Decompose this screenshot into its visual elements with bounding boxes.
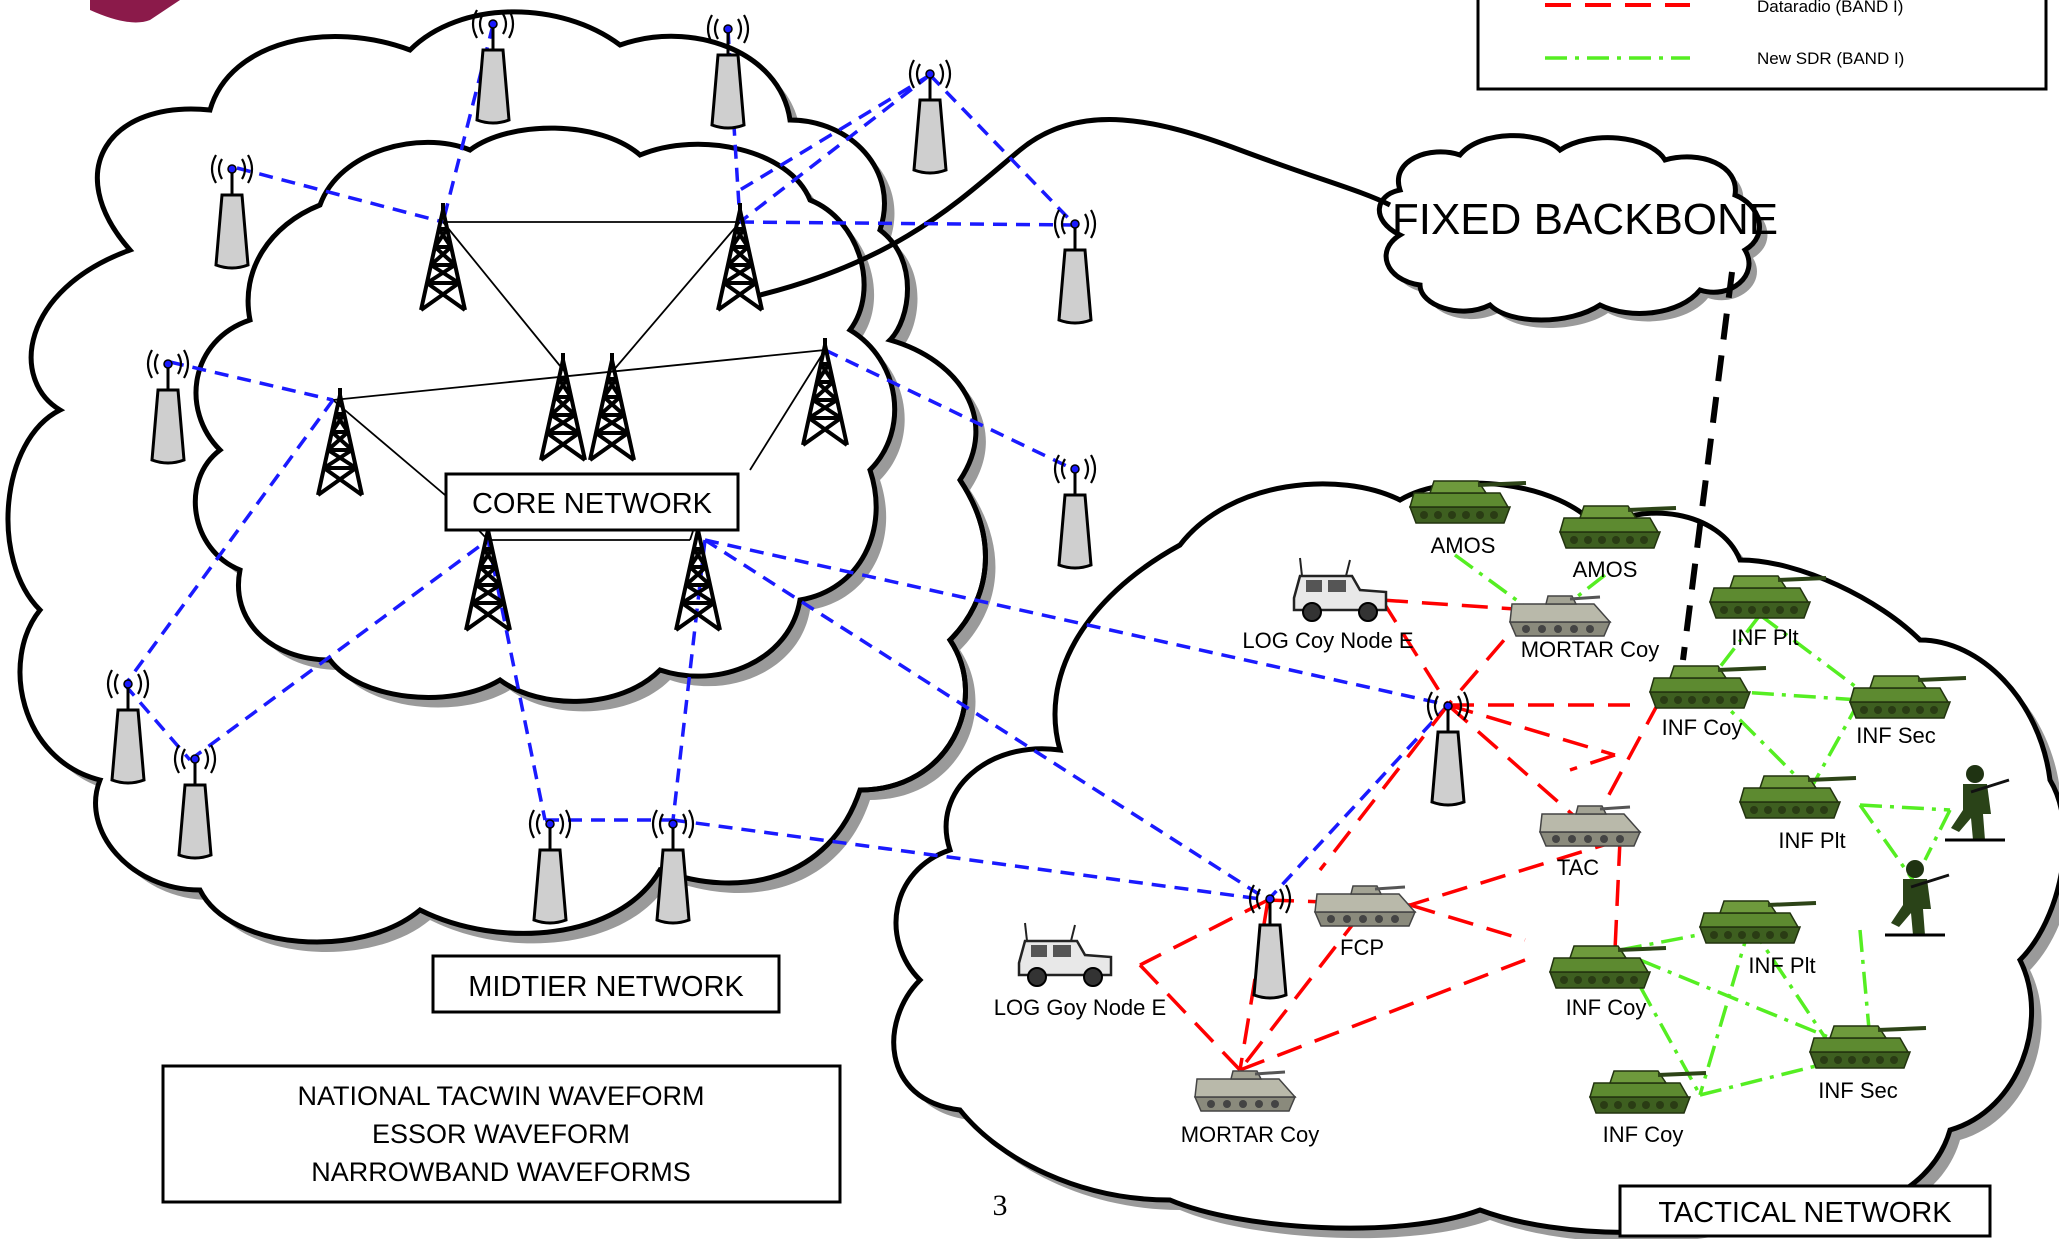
legend: Dataradio (BAND I) New SDR (BAND I) [1476,0,2048,91]
unit-label-amos-1: AMOS [1431,533,1496,558]
core-network-label: CORE NETWORK [444,472,740,532]
antenna-icon [908,58,952,175]
unit-label-inf-coy-1: INF Coy [1662,715,1743,740]
unit-label-inf-coy-2: INF Coy [1566,995,1647,1020]
unit-label-tac: TAC [1557,855,1599,880]
waveform-line-2: ESSOR WAVEFORM [372,1119,630,1149]
unit-label-inf-plt-1: INF Plt [1731,625,1798,650]
midtier-network-title: MIDTIER NETWORK [468,971,744,1003]
unit-label-mortar-coy-2: MORTAR Coy [1181,1122,1320,1147]
tactical-cloud [891,480,2059,1239]
waveform-box: NATIONAL TACWIN WAVEFORM ESSOR WAVEFORM … [161,1064,842,1204]
tactical-network-label: TACTICAL NETWORK [1618,1184,1992,1238]
unit-label-fcp: FCP [1340,935,1384,960]
backbone-tactical-link [1680,271,1735,661]
waveform-line-3: NARROWBAND WAVEFORMS [311,1157,691,1187]
antenna-icon [1053,208,1097,325]
brand-logo-corner [90,0,180,23]
legend-dataradio-label: Dataradio (BAND I) [1757,0,1903,16]
core-network-title: CORE NETWORK [472,488,713,520]
unit-label-mortar-coy-1: MORTAR Coy [1521,637,1660,662]
unit-labels: AMOS AMOS LOG Coy Node E MORTAR Coy INF … [994,533,1936,1147]
midtier-network-label: MIDTIER NETWORK [431,954,781,1014]
fixed-backbone-cloud [1376,133,1768,328]
unit-label-inf-sec-2: INF Sec [1818,1078,1897,1103]
unit-label-amos-2: AMOS [1573,557,1638,582]
unit-label-inf-plt-3: INF Plt [1748,953,1815,978]
unit-label-inf-plt-2: INF Plt [1778,828,1845,853]
unit-label-log-coy-node-e: LOG Coy Node E [1242,628,1413,653]
unit-label-inf-coy-3: INF Coy [1603,1122,1684,1147]
fixed-backbone-title: FIXED BACKBONE [1392,195,1778,244]
unit-label-inf-sec-1: INF Sec [1856,723,1935,748]
waveform-line-1: NATIONAL TACWIN WAVEFORM [297,1081,704,1111]
page-number: 3 [993,1189,1008,1222]
tactical-network-title: TACTICAL NETWORK [1658,1197,1952,1229]
antenna-icon [1053,453,1097,570]
backbone-uplink [759,117,1392,298]
legend-sdr-label: New SDR (BAND I) [1757,49,1904,68]
unit-label-log-goy-node-e: LOG Goy Node E [994,995,1166,1020]
